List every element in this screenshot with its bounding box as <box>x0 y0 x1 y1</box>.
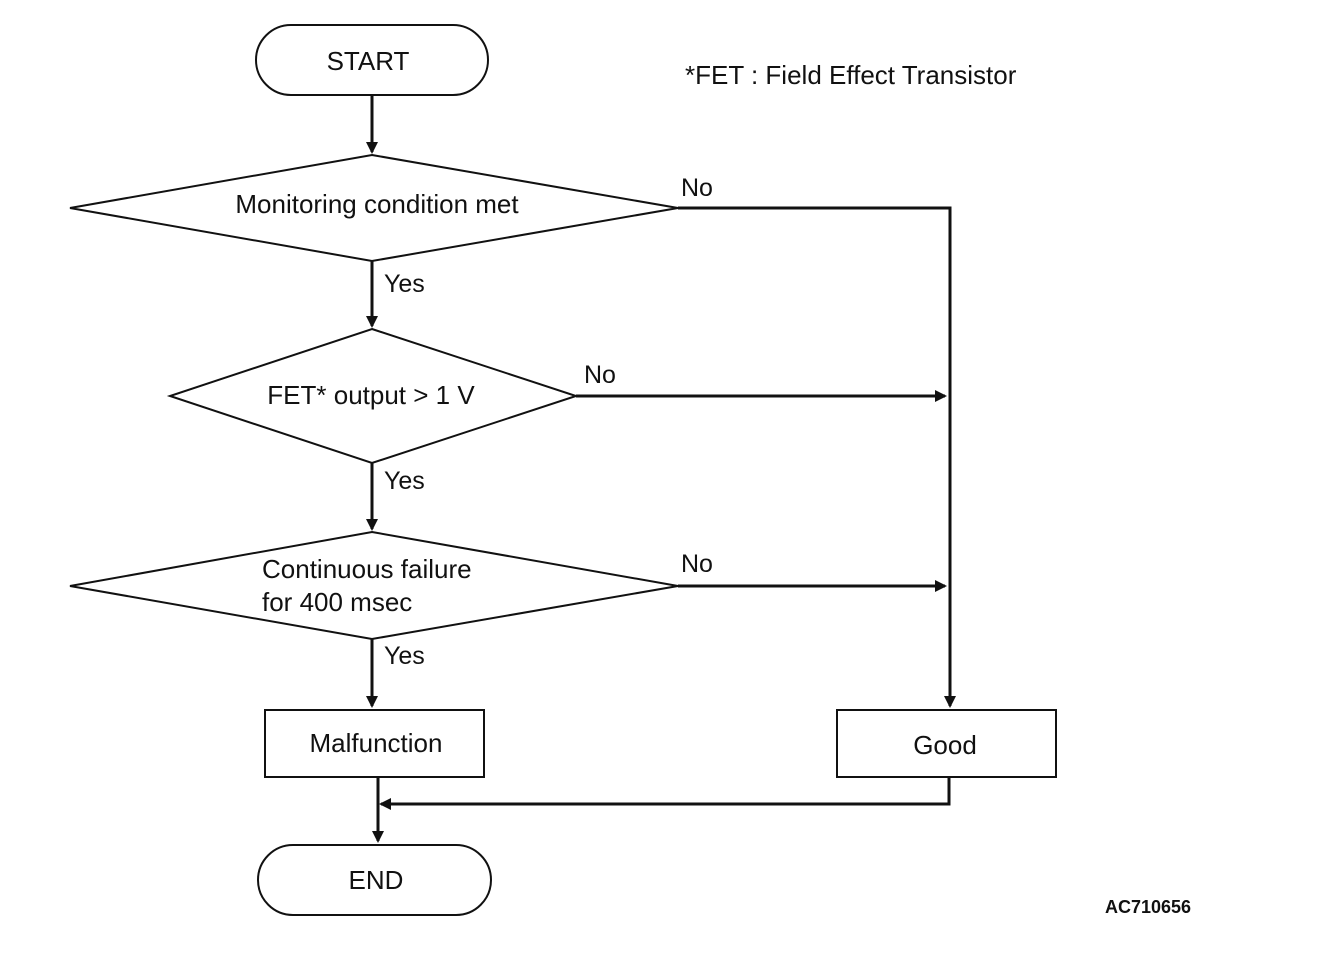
decision-continuous-failure: Continuous failure for 400 msec <box>69 530 679 641</box>
fet-output-label: FET* output > 1 V <box>267 380 475 410</box>
continuous-yes-label: Yes <box>384 642 425 670</box>
footnote-text: *FET : Field Effect Transistor <box>685 60 1017 90</box>
monitoring-yes-label: Yes <box>384 270 425 298</box>
continuous-no-label: No <box>681 550 713 578</box>
connector-good-to-merge <box>379 777 951 810</box>
end-label: END <box>349 865 404 895</box>
good-box: Good <box>836 709 1057 778</box>
good-label: Good <box>913 730 977 760</box>
malfunction-box: Malfunction <box>264 709 485 778</box>
fet-no-label: No <box>584 361 616 389</box>
decision-fet-output: FET* output > 1 V <box>166 327 580 465</box>
fet-yes-label: Yes <box>384 467 425 495</box>
continuous-failure-label-line1: Continuous failure <box>262 554 472 584</box>
end-terminal: END <box>257 844 492 916</box>
connector-monitoring-no <box>678 206 956 708</box>
decision-monitoring-condition: Monitoring condition met <box>69 153 679 263</box>
malfunction-label: Malfunction <box>310 728 443 758</box>
continuous-failure-label-line2: for 400 msec <box>262 587 412 617</box>
start-terminal: START <box>255 24 489 96</box>
start-label: START <box>327 46 410 76</box>
monitoring-condition-label: Monitoring condition met <box>235 189 519 219</box>
monitoring-no-label: No <box>681 174 713 202</box>
figure-id: AC710656 <box>1105 897 1191 917</box>
